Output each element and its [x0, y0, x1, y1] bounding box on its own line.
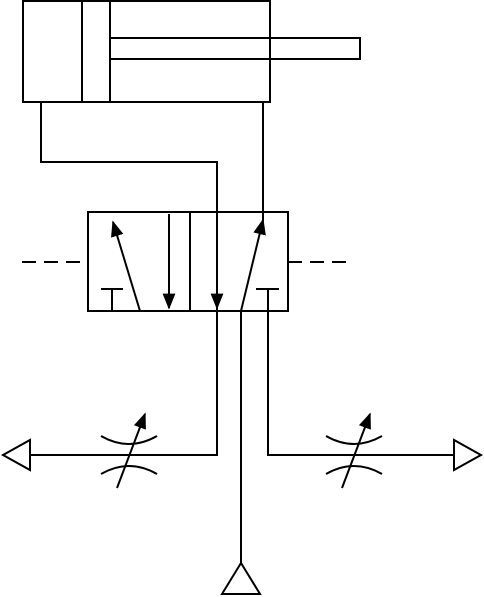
valve-left-envelope	[101, 214, 176, 312]
valve-right-envelope	[210, 218, 279, 312]
right-throttle-upper-arc	[325, 435, 383, 445]
cylinder-barrel	[22, 0, 271, 103]
right-throttle-lower-arc	[325, 465, 383, 475]
adjustable-throttle-right-icon	[325, 412, 383, 489]
left-exhaust-line	[30, 311, 218, 456]
left-throttle-adjust-arrow	[116, 412, 146, 489]
left-throttle-upper-arc	[100, 435, 158, 445]
cylinder-piston	[81, 0, 111, 103]
adjustable-throttle-left-icon	[100, 412, 158, 489]
right-envelope-diagonal-arrow	[240, 218, 266, 312]
pressure-source-icon	[220, 561, 262, 595]
exhaust-left-icon	[0, 438, 31, 472]
left-throttle-lower-arc	[100, 465, 158, 475]
cylinder-rod	[109, 37, 361, 60]
left-envelope-diagonal-arrow	[111, 220, 141, 312]
right-throttle-adjust-arrow	[341, 412, 371, 489]
right-exhaust-line	[267, 311, 454, 456]
5-2-directional-control-valve	[22, 211, 354, 312]
exhaust-right-icon	[453, 438, 484, 472]
valve-body	[87, 211, 289, 312]
double-acting-cylinder	[22, 0, 361, 103]
